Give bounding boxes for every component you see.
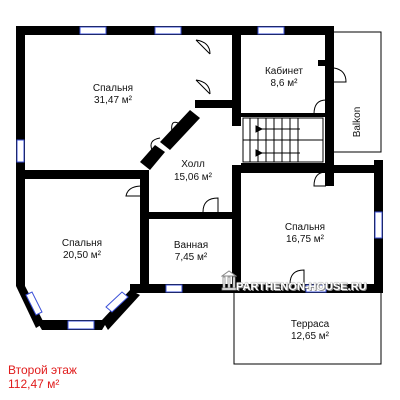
room-name-bedroom-3: Спальня: [285, 222, 325, 233]
room-name-terrace: Терраса: [291, 319, 330, 330]
room-name-office: Кабинет: [265, 65, 303, 77]
staircase: [242, 117, 324, 163]
doors: [125, 39, 347, 285]
temple-logo-icon: [221, 270, 237, 291]
room-name-bathroom: Ванная: [174, 240, 208, 251]
room-area-bedroom-2: 20,50 м²: [63, 250, 102, 261]
watermark-text: PARTHENON-HOUSE.RU: [236, 281, 367, 293]
room-area-bedroom-3: 16,75 м²: [286, 234, 325, 245]
balcony-label: Balkon: [352, 107, 363, 138]
room-area-hall: 15,06 м²: [174, 172, 213, 183]
room-area-office: 8,6 м²: [271, 78, 299, 89]
room-area-bedroom-1: 31,47 м²: [94, 95, 133, 106]
interior-walls: [16, 26, 375, 292]
room-name-bedroom-1: Спальня: [93, 83, 133, 94]
room-area-bathroom: 7,45 м²: [175, 252, 208, 263]
floor-total-area: 112,47 м²: [8, 377, 60, 391]
room-name-hall: Холл: [181, 159, 205, 170]
room-area-terrace: 12,65 м²: [291, 331, 330, 342]
windows: [16, 26, 383, 330]
room-name-bedroom-2: Спальня: [62, 238, 102, 249]
floor-title: Второй этаж: [8, 363, 77, 377]
